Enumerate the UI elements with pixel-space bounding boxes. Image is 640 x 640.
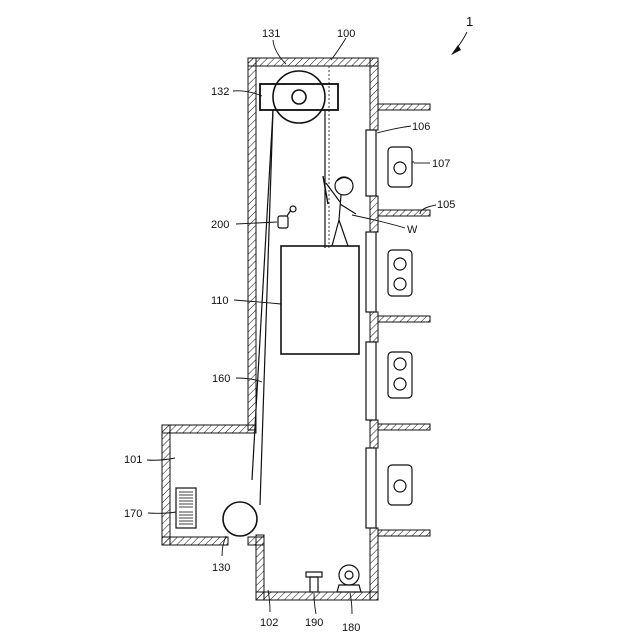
machine-room [162,425,264,545]
sensor-device [278,206,296,228]
sheave-assembly [260,71,338,123]
label-107: 107 [432,158,450,170]
label-110: 110 [211,295,229,307]
ropes [252,66,329,505]
floor-slabs [378,104,430,536]
buffer-device [306,572,322,592]
label-105: 105 [437,199,455,211]
figure-arrow [451,32,467,55]
label-170: 170 [124,508,142,520]
label-200: 200 [211,219,229,231]
elevator-car [281,246,359,354]
label-worker: W [407,224,418,236]
worker-figure [323,176,356,246]
drive-motor [223,502,257,536]
label-160: 160 [212,373,230,385]
label-102: 102 [260,617,278,629]
figure-number: 1 [466,14,473,29]
label-100: 100 [337,28,355,40]
label-101: 101 [124,454,142,466]
hall-call-buttons [388,147,412,505]
label-130: 130 [212,562,230,574]
label-131: 131 [262,28,280,40]
label-180: 180 [342,622,360,634]
control-panel [176,488,196,528]
label-106: 106 [412,121,430,133]
label-190: 190 [305,617,323,629]
label-132: 132 [211,86,229,98]
pump-device [337,565,361,592]
